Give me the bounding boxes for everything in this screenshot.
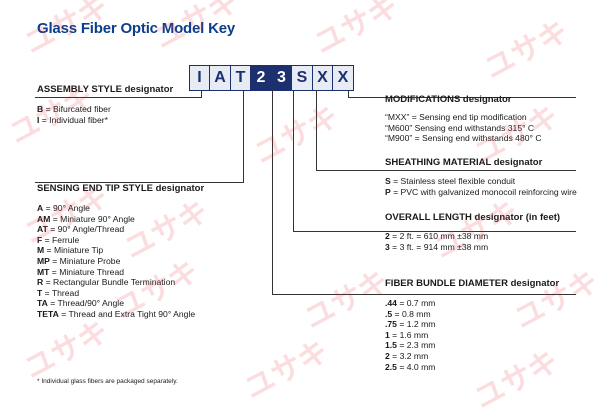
list-item: .5 = 0.8 mm [385, 308, 431, 319]
length-list: 2 = 2 ft. = 610 mm ±38 mm 3 = 3 ft. = 91… [385, 231, 488, 252]
tip-heading: SENSING END TIP STYLE designator [37, 183, 205, 194]
list-item: MP = Miniature Probe [37, 255, 121, 266]
list-item: TA = Thread/90° Angle [37, 298, 124, 309]
tip-rule [35, 182, 244, 183]
diameter-list: .44 = 0.7 mm .5 = 0.8 mm .75 = 1.2 mm 1 … [385, 298, 435, 372]
watermark: ユサキ [468, 343, 565, 417]
model-code-box: 3 [270, 65, 293, 91]
list-item: TETA = Thread and Extra Tight 90° Angle [37, 308, 196, 319]
model-code-box: X [311, 65, 334, 91]
model-code-box: T [229, 65, 252, 91]
model-code-box: X [332, 65, 354, 91]
watermark: ユサキ [248, 98, 345, 172]
footnote: * Individual glass fibers are packaged s… [37, 378, 178, 385]
model-code-box: 2 [250, 65, 272, 91]
list-item: AM = Miniature 90° Angle [37, 213, 135, 224]
list-item: A = 90° Angle [37, 203, 90, 213]
watermark: ユサキ [308, 0, 405, 62]
modifications-rule [348, 97, 576, 98]
list-item: 1.5 = 2.3 mm [385, 340, 436, 351]
tip-list: A = 90° Angle AM = Miniature 90° Angle A… [37, 203, 195, 320]
assembly-heading: ASSEMBLY STYLE designator [37, 84, 174, 95]
connector-line [272, 90, 273, 294]
list-item: .44 = 0.7 mm [385, 298, 436, 308]
watermark: ユサキ [508, 263, 605, 337]
list-item: “M900” = Sensing end withstands 480° C [385, 133, 542, 144]
list-item: MT = Miniature Thread [37, 266, 125, 277]
diameter-rule [272, 294, 576, 295]
connector-line [316, 90, 317, 170]
list-item: 2.5 = 4.0 mm [385, 361, 436, 372]
list-item: I = Individual fiber* [37, 114, 108, 125]
watermark: ユサキ [428, 193, 525, 267]
list-item: 2 = 2 ft. = 610 mm ±38 mm [385, 231, 489, 241]
list-item: 2 = 3.2 mm [385, 350, 429, 361]
watermark: ユサキ [298, 263, 395, 337]
list-item: S = Stainless steel flexible conduit [385, 176, 516, 186]
connector-line [243, 90, 244, 182]
length-heading: OVERALL LENGTH designator (in feet) [385, 212, 561, 223]
list-item: 3 = 3 ft. = 914 mm ±38 mm [385, 241, 489, 252]
list-item: “M600” Sensing end withstands 315° C [385, 122, 535, 133]
list-item: AT = 90° Angle/Thread [37, 224, 125, 235]
list-item: T = Thread [37, 287, 80, 298]
watermark: ユサキ [238, 333, 335, 407]
list-item: B = Bifurcated fiber [37, 104, 111, 114]
modifications-list: “MXX” = Sensing end tip modification “M6… [385, 112, 542, 144]
assembly-rule [35, 97, 202, 98]
model-code-box: I [188, 65, 211, 91]
model-code-boxes: I A T 2 3 S X X [188, 65, 354, 91]
assembly-list: B = Bifurcated fiber I = Individual fibe… [37, 104, 111, 125]
diameter-heading: FIBER BUNDLE DIAMETER designator [385, 278, 560, 289]
connector-line [293, 90, 294, 231]
modifications-heading: MODIFICATIONS designator [385, 94, 512, 105]
sheathing-heading: SHEATHING MATERIAL designator [385, 157, 543, 168]
list-item: P = PVC with galvanized monocoil reinfor… [385, 186, 577, 197]
model-code-box: A [209, 65, 231, 91]
page-title: Glass Fiber Optic Model Key [37, 20, 235, 37]
list-item: “MXX” = Sensing end tip modification [385, 112, 527, 122]
connector-line [348, 90, 349, 98]
connector-line [201, 90, 202, 97]
list-item: R = Rectangular Bundle Termination [37, 277, 176, 288]
watermark: ユサキ [478, 13, 575, 87]
sheathing-list: S = Stainless steel flexible conduit P =… [385, 176, 577, 197]
model-code-box: S [291, 65, 313, 91]
list-item: 1 = 1.6 mm [385, 329, 429, 340]
list-item: M = Miniature Tip [37, 245, 104, 256]
sheathing-rule [316, 170, 576, 171]
list-item: F = Ferrule [37, 234, 80, 245]
length-rule [293, 231, 576, 232]
list-item: .75 = 1.2 mm [385, 319, 436, 330]
